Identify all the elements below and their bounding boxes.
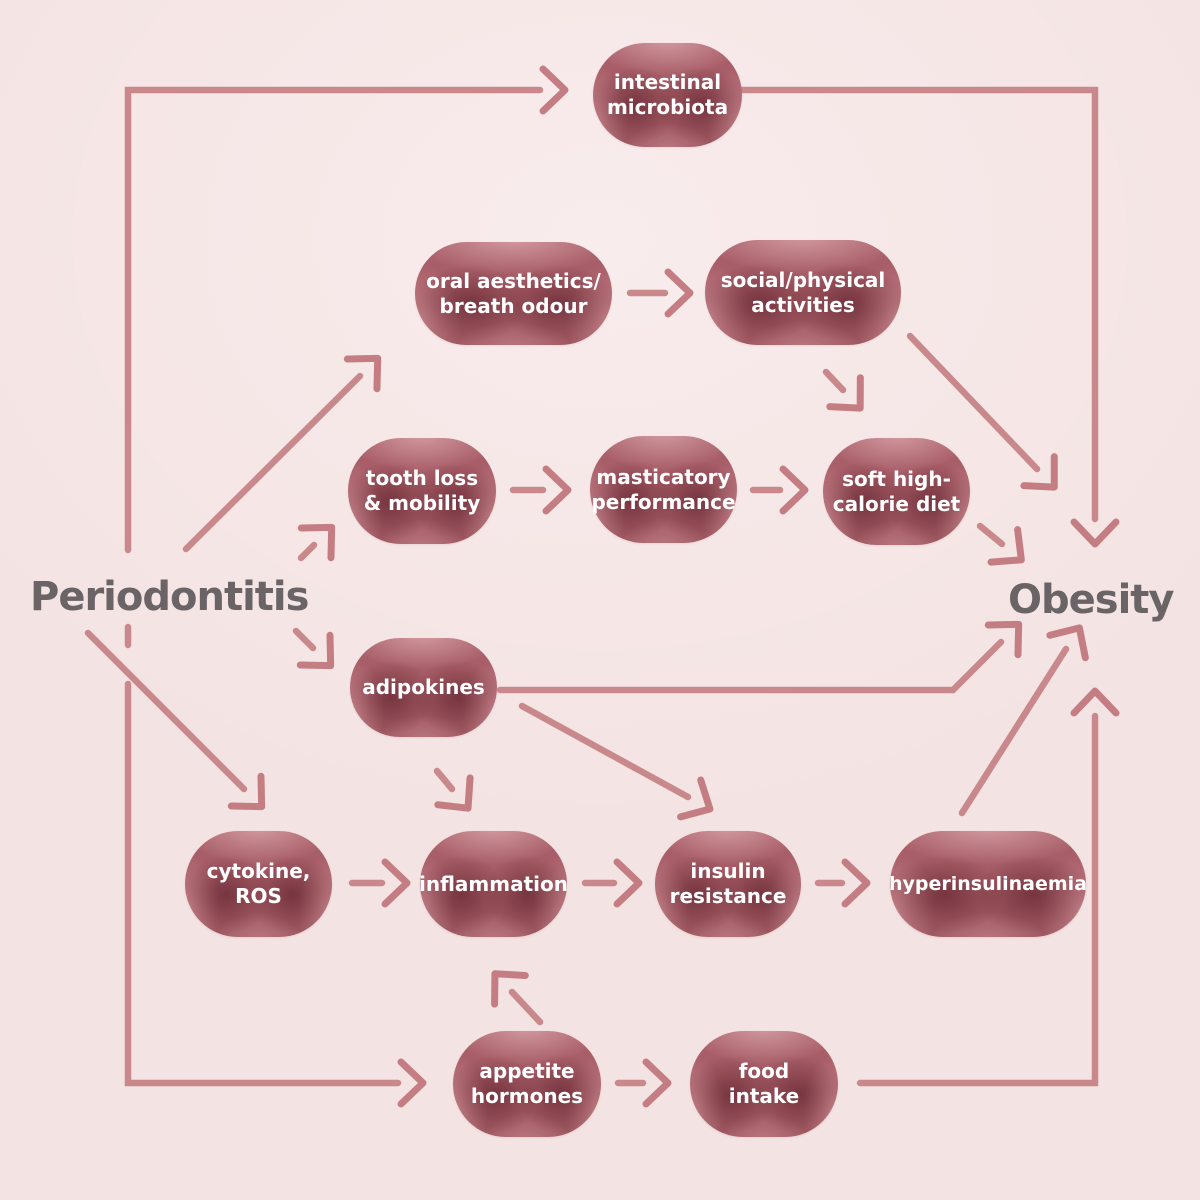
edge-hyperinsulinaemia-to-obesity xyxy=(958,624,1089,817)
edge-adipokines-to-inflammation xyxy=(433,767,474,812)
node-soft-high-calorie-diet: soft high- calorie diet xyxy=(823,438,970,545)
node-label: hyperinsulinaemia xyxy=(888,872,1088,895)
node-cytokine-ros: cytokine, ROS xyxy=(185,831,332,937)
edge-food-intake-to-obesity xyxy=(856,687,1120,1087)
node-intestinal-microbiota: intestinal microbiota xyxy=(593,43,742,147)
node-inflammation: inflammation xyxy=(419,831,568,937)
node-adipokines: adipokines xyxy=(350,638,497,737)
node-label: soft high- calorie diet xyxy=(832,466,961,516)
edge-periodontitis-to-oral-aesthetics xyxy=(182,354,382,553)
node-label: appetite hormones xyxy=(470,1059,584,1108)
node-hyperinsulinaemia: hyperinsulinaemia xyxy=(888,831,1088,937)
node-label: adipokines xyxy=(362,675,485,699)
node-label: cytokine, ROS xyxy=(206,859,311,908)
edge-periodontitis-to-adipokines xyxy=(292,627,335,670)
node-food-intake: food intake xyxy=(690,1031,838,1137)
node-label: intestinal microbiota xyxy=(606,70,729,119)
edge-periodontitis-to-appetite-hormones xyxy=(124,680,427,1108)
edge-adipokines-to-insulin-resistance xyxy=(518,702,714,821)
node-label: oral aesthetics/ breath odour xyxy=(426,268,601,318)
obesity-title: Obesity xyxy=(1008,577,1174,623)
edge-intestinal-microbiota-to-obesity xyxy=(738,86,1120,548)
node-social-physical-activities: social/physical activities xyxy=(705,240,901,345)
edge-periodontitis-to-cytokine-ros xyxy=(84,629,266,811)
node-label: food intake xyxy=(728,1059,800,1108)
periodontitis-title: Periodontitis xyxy=(30,574,309,620)
node-oral-aesthetics-breath-odour: oral aesthetics/ breath odour xyxy=(415,242,612,345)
edge-soft-high-calorie-to-obesity xyxy=(976,522,1025,566)
node-label: insulin resistance xyxy=(669,859,787,908)
edge-periodontitis-to-intestinal-microbiota xyxy=(124,65,569,554)
node-label: social/physical activities xyxy=(720,267,886,317)
edge-periodontitis-to-tooth-loss xyxy=(297,523,336,562)
edge-adipokines-to-obesity xyxy=(496,620,1023,694)
edge-social-physical-to-soft-high-calorie xyxy=(822,368,864,412)
node-label: masticatory performance xyxy=(591,464,736,514)
edge-social-physical-to-obesity xyxy=(906,332,1058,491)
edge-appetite-hormones-to-inflammation xyxy=(491,970,544,1026)
node-appetite-hormones: appetite hormones xyxy=(453,1031,601,1137)
node-masticatory-performance: masticatory performance xyxy=(590,436,737,543)
node-insulin-resistance: insulin resistance xyxy=(655,831,801,937)
node-label: tooth loss & mobility xyxy=(363,466,481,515)
node-label: inflammation xyxy=(419,871,568,896)
node-tooth-loss-mobility: tooth loss & mobility xyxy=(348,438,496,544)
